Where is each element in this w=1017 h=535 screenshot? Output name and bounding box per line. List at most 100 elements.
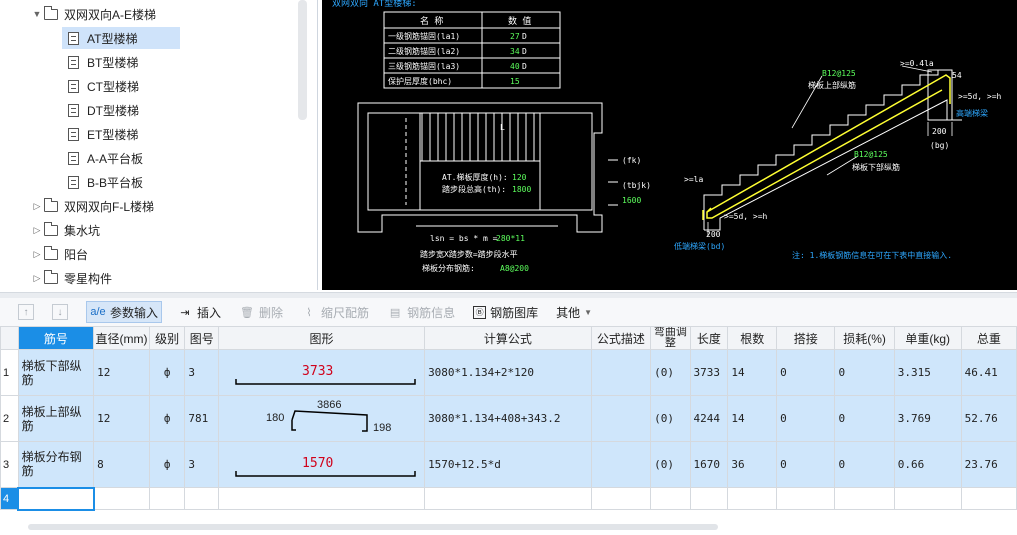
- cell-grade[interactable]: ф: [148, 441, 186, 488]
- cell-loss[interactable]: 0: [834, 441, 895, 488]
- cell-diameter[interactable]: 12: [93, 349, 150, 396]
- tree-folder-sump[interactable]: ▷ 集水坑: [30, 219, 100, 241]
- cell-name[interactable]: 梯板下部纵筋: [17, 349, 95, 396]
- tree-item-aa[interactable]: A-A平台板: [62, 147, 143, 169]
- cell-formula[interactable]: 3080*1.134+408+343.2: [424, 395, 592, 442]
- cell-length[interactable]: 1670: [689, 441, 729, 488]
- cell-formula[interactable]: 3080*1.134+2*120: [424, 349, 592, 396]
- cell-desc[interactable]: [590, 441, 652, 488]
- cell-grade[interactable]: ф: [148, 395, 186, 442]
- cell-diameter[interactable]: 12: [93, 395, 150, 442]
- cell-desc[interactable]: [590, 349, 652, 396]
- table-row[interactable]: 1 梯板下部纵筋 12 ф 3 3733 3080*1.134+2*120 (0…: [0, 349, 1017, 396]
- tree-item-et[interactable]: ET型楼梯: [62, 123, 138, 145]
- header-col[interactable]: 损耗(%): [834, 326, 895, 350]
- cell-count[interactable]: 36: [727, 441, 778, 488]
- row-number[interactable]: 2: [0, 395, 19, 442]
- table-horizontal-scrollbar[interactable]: [28, 524, 718, 530]
- cell-count[interactable]: 14: [727, 395, 778, 442]
- param-input-button[interactable]: a/e 参数输入: [86, 301, 163, 323]
- cell-lap[interactable]: 0: [776, 349, 836, 396]
- cell-empty[interactable]: [776, 487, 836, 510]
- chevron-right-icon[interactable]: ▷: [33, 224, 41, 235]
- cell-name-input[interactable]: [17, 486, 95, 511]
- tree-folder-ae[interactable]: ▼ 双网双向A-E楼梯: [30, 3, 156, 25]
- cell-empty[interactable]: [960, 487, 1017, 510]
- header-col[interactable]: 根数: [727, 326, 778, 350]
- tree-item-dt[interactable]: DT型楼梯: [62, 99, 139, 121]
- chevron-right-icon[interactable]: ▷: [33, 272, 41, 283]
- rebar-library-button[interactable]: Ⓑ 钢筋图库: [470, 301, 541, 323]
- header-col[interactable]: 计算公式: [424, 326, 592, 350]
- cell-count[interactable]: 14: [727, 349, 778, 396]
- header-col[interactable]: 总重: [960, 326, 1017, 350]
- header-col[interactable]: 弯曲调整: [650, 326, 691, 350]
- cell-loss[interactable]: 0: [834, 395, 895, 442]
- cell-empty[interactable]: [218, 487, 426, 510]
- header-col[interactable]: 筋号: [17, 326, 95, 350]
- cell-empty[interactable]: [727, 487, 778, 510]
- cell-name[interactable]: 梯板上部纵筋: [17, 395, 95, 442]
- cell-shape[interactable]: 1570: [218, 441, 426, 488]
- cell-empty[interactable]: [424, 487, 592, 510]
- cell-loss[interactable]: 0: [834, 349, 895, 396]
- header-col[interactable]: 长度: [689, 326, 729, 350]
- delete-button[interactable]: 🗑 删除: [236, 301, 286, 323]
- insert-button[interactable]: ⇥ 插入: [174, 301, 224, 323]
- cell-lap[interactable]: 0: [776, 395, 836, 442]
- cell-length[interactable]: 4244: [689, 395, 729, 442]
- tree-item-bt[interactable]: BT型楼梯: [62, 51, 138, 73]
- cell-total-weight[interactable]: 46.41: [960, 349, 1017, 396]
- move-up-button[interactable]: ↑: [18, 304, 34, 320]
- move-down-button[interactable]: ↓: [52, 304, 68, 320]
- cell-grade[interactable]: ф: [148, 349, 186, 396]
- cell-bend[interactable]: (0): [650, 441, 691, 488]
- cell-unit-weight[interactable]: 3.315: [893, 349, 962, 396]
- cell-name[interactable]: 梯板分布钢筋: [17, 441, 95, 488]
- cell-shape[interactable]: 3733: [218, 349, 426, 396]
- cell-diameter[interactable]: 8: [93, 441, 150, 488]
- header-col[interactable]: 图形: [218, 326, 426, 350]
- rebar-info-button[interactable]: ▤ 钢筋信息: [384, 301, 458, 323]
- cell-fig[interactable]: 781: [184, 395, 220, 442]
- cell-total-weight[interactable]: 23.76: [960, 441, 1017, 488]
- cell-empty[interactable]: [184, 487, 220, 510]
- cell-empty[interactable]: [893, 487, 962, 510]
- row-number[interactable]: 1: [0, 349, 19, 396]
- cell-lap[interactable]: 0: [776, 441, 836, 488]
- header-col[interactable]: 级别: [148, 326, 186, 350]
- table-row[interactable]: 2 梯板上部纵筋 12 ф 781 180 3866 198 3080*1.13…: [0, 395, 1017, 442]
- tree-item-ct[interactable]: CT型楼梯: [62, 75, 139, 97]
- chevron-down-icon[interactable]: ▼: [32, 9, 42, 19]
- cell-empty[interactable]: [590, 487, 652, 510]
- cell-formula[interactable]: 1570+12.5*d: [424, 441, 592, 488]
- row-number[interactable]: 3: [0, 441, 19, 488]
- cell-unit-weight[interactable]: 0.66: [893, 441, 962, 488]
- cell-empty[interactable]: [689, 487, 729, 510]
- cell-total-weight[interactable]: 52.76: [960, 395, 1017, 442]
- cell-empty[interactable]: [93, 487, 150, 510]
- cell-empty[interactable]: [834, 487, 895, 510]
- header-col[interactable]: 单重(kg): [893, 326, 962, 350]
- tree-scrollbar[interactable]: [298, 0, 307, 120]
- header-col[interactable]: 公式描述: [590, 326, 652, 350]
- chevron-right-icon[interactable]: ▷: [33, 248, 41, 259]
- header-col[interactable]: 图号: [184, 326, 220, 350]
- tree-folder-fl[interactable]: ▷ 双网双向F-L楼梯: [30, 195, 154, 217]
- cell-empty[interactable]: [148, 487, 186, 510]
- tree-folder-misc[interactable]: ▷ 零星构件: [30, 267, 112, 289]
- header-col[interactable]: 搭接: [776, 326, 836, 350]
- cell-fig[interactable]: 3: [184, 349, 220, 396]
- scale-rebar-button[interactable]: ⌇ 缩尺配筋: [298, 301, 372, 323]
- cell-unit-weight[interactable]: 3.769: [893, 395, 962, 442]
- table-row-new[interactable]: 4: [0, 486, 1017, 511]
- tree-item-bb[interactable]: B-B平台板: [62, 171, 143, 193]
- other-menu-button[interactable]: 其他 ▼: [553, 301, 595, 323]
- cell-fig[interactable]: 3: [184, 441, 220, 488]
- row-number[interactable]: 4: [0, 487, 19, 510]
- chevron-right-icon[interactable]: ▷: [33, 200, 41, 211]
- cell-shape[interactable]: 180 3866 198: [218, 395, 426, 442]
- tree-folder-balcony[interactable]: ▷ 阳台: [30, 243, 88, 265]
- panel-divider[interactable]: [0, 292, 1017, 298]
- cell-desc[interactable]: [590, 395, 652, 442]
